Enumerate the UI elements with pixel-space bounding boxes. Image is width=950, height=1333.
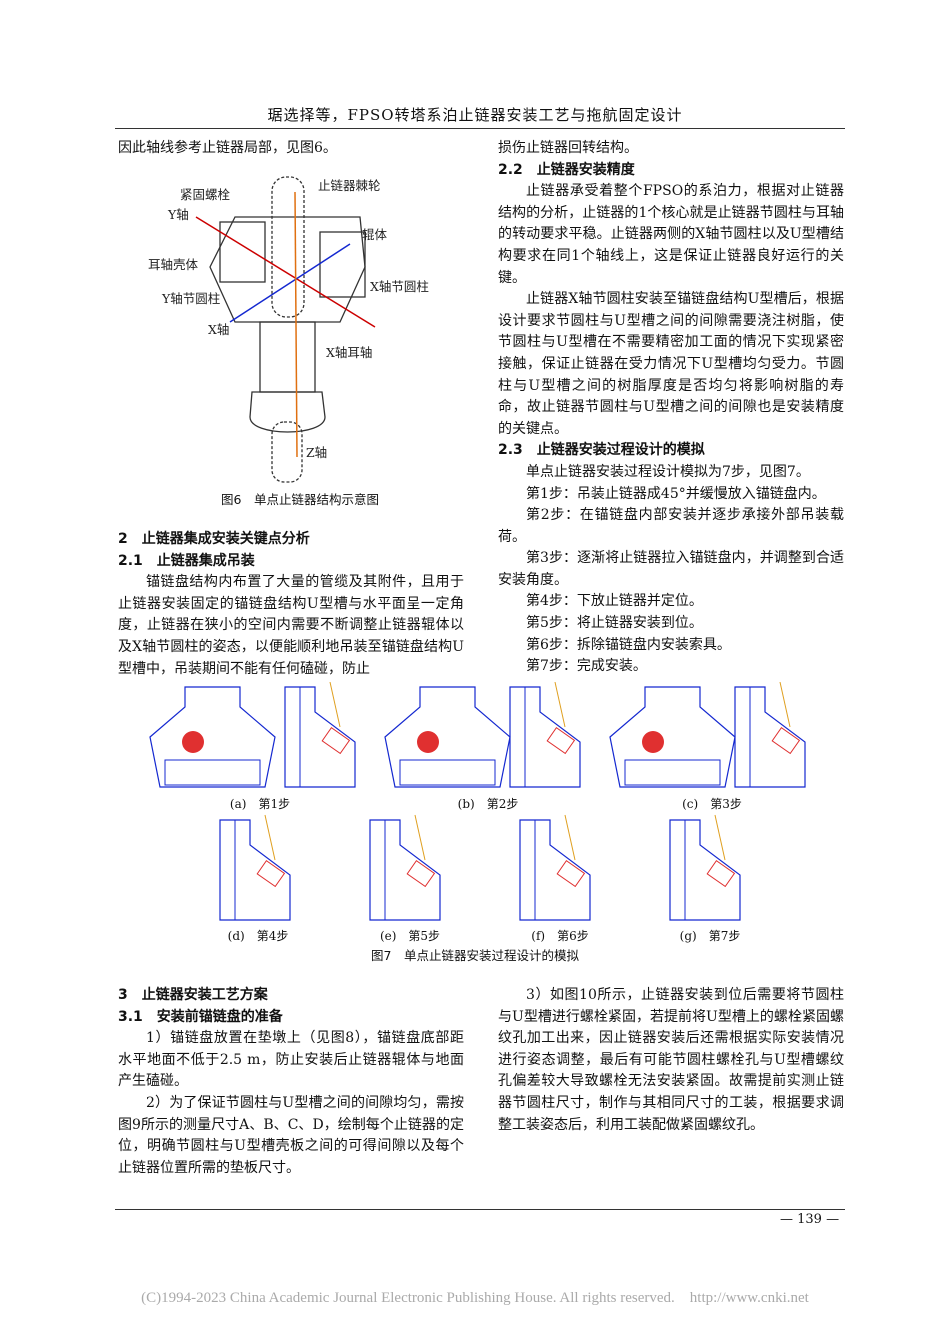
label-y-axis: Y轴 xyxy=(167,207,189,222)
subcaption-d: (d) 第4步 xyxy=(227,929,289,943)
step-text: 第5步：将止链器安装到位。 xyxy=(526,615,703,632)
label-trunnion-housing: 耳轴壳体 xyxy=(148,257,199,272)
section-2-3-heading: 2.3 止链器安装过程设计的模拟 xyxy=(498,442,705,459)
subcaption-f: (f) 第6步 xyxy=(531,929,589,943)
step-text: 第7步：完成安装。 xyxy=(526,658,647,675)
step-text: 单点止链器安装过程设计模拟为7步，见图7。 xyxy=(526,463,810,480)
paragraph: 止链器承受着整个FPSO的系泊力，根据对止链器结构的分析，止链器的1个核心就是止… xyxy=(498,183,844,286)
paragraph: 锚链盘结构内布置了大量的管缆及其附件，且用于止链器安装固定的锚链盘结构U型槽与水… xyxy=(118,574,464,677)
step-text: 第4步：下放止链器并定位。 xyxy=(526,593,703,610)
header-rule xyxy=(115,128,845,129)
right-column-top: 损伤止链器回转结构。 2.2 止链器安装精度 止链器承受着整个FPSO的系泊力，… xyxy=(498,138,844,678)
label-ratchet: 止链器棘轮 xyxy=(318,178,381,193)
left-column-section2: 2 止链器集成安装关键点分析 2.1 止链器集成吊装 锚链盘结构内布置了大量的管… xyxy=(118,529,464,680)
paragraph: 2）为了保证节圆柱与U型槽之间的间隙均匀，需按图9所示的测量尺寸A、B、C、D，… xyxy=(118,1094,464,1176)
left-column-section3: 3 止链器安装工艺方案 3.1 安装前锚链盘的准备 1）锚链盘放置在垫墩上（见图… xyxy=(118,985,464,1179)
copyright-notice: (C)1994-2023 China Academic Journal Elec… xyxy=(141,1290,809,1306)
subcaption-c: (c) 第3步 xyxy=(682,797,742,811)
label-x-axis: X轴 xyxy=(208,322,229,337)
running-header: 琚选择等，FPSO转塔系泊止链器安装工艺与拖航固定设计 xyxy=(267,106,683,124)
footer-rule xyxy=(115,1209,845,1210)
paragraph: 3）如图10所示，止链器安装到位后需要将节圆柱与U型槽进行螺栓紧固，若提前将U型… xyxy=(498,987,844,1133)
section-3-1-heading: 3.1 安装前锚链盘的准备 xyxy=(118,1008,283,1025)
label-fastening-bolt: 紧固螺栓 xyxy=(180,187,231,202)
step-text: 第3步：逐渐将止链器拉入锚链盘内，并调整到合适安装角度。 xyxy=(498,550,844,588)
label-z-axis: Z轴 xyxy=(306,445,327,460)
figure-7-caption: 图7 单点止链器安装过程设计的模拟 xyxy=(371,948,579,963)
paragraph: 止链器X轴节圆柱安装至锚链盘结构U型槽后，根据设计要求节圆柱与U型槽之间的间隙需… xyxy=(498,291,844,437)
paragraph: 损伤止链器回转结构。 xyxy=(498,140,638,156)
paragraph: 因此轴线参考止链器局部，见图6。 xyxy=(118,140,337,156)
section-2-1-heading: 2.1 止链器集成吊装 xyxy=(118,552,255,569)
label-roller: 辊体 xyxy=(362,227,388,242)
subcaption-g: (g) 第7步 xyxy=(679,929,741,943)
page-number: — 139 — xyxy=(780,1212,840,1227)
figure-6-caption: 图6 单点止链器结构示意图 xyxy=(221,492,379,507)
subcaption-e: (e) 第5步 xyxy=(379,929,441,943)
right-column-section3: 3）如图10所示，止链器安装到位后需要将节圆柱与U型槽进行螺栓紧固，若提前将U型… xyxy=(498,985,844,1136)
figure-6-chain-stopper-diagram: 紧固螺栓 止链器棘轮 Y轴 辊体 耳轴壳体 X轴节圆柱 Y轴节圆柱 X轴 X轴耳… xyxy=(148,176,429,483)
label-x-trunnion: X轴耳轴 xyxy=(326,345,372,360)
section-3-heading: 3 止链器安装工艺方案 xyxy=(118,987,268,1003)
paragraph: 1）锚链盘放置在垫墩上（见图8），锚链盘底部距水平地面不低于2.5 m，防止安装… xyxy=(118,1030,464,1090)
step-text: 第2步：在锚链盘内部安装并逐步承接外部吊装载荷。 xyxy=(498,507,844,545)
section-2-2-heading: 2.2 止链器安装精度 xyxy=(498,161,635,178)
step-text: 第1步：吊装止链器成45°并缓慢放入锚链盘内。 xyxy=(526,485,826,502)
subcaption-b: (b) 第2步 xyxy=(457,797,519,811)
label-x-pitch-cylinder: X轴节圆柱 xyxy=(370,279,429,294)
step-text: 第6步：拆除锚链盘内安装索具。 xyxy=(526,636,731,653)
left-column-top: 因此轴线参考止链器局部，见图6。 xyxy=(118,138,464,160)
label-y-pitch-cylinder: Y轴节圆柱 xyxy=(161,291,220,306)
section-2-heading: 2 止链器集成安装关键点分析 xyxy=(118,531,310,547)
subcaption-a: (a) 第1步 xyxy=(229,797,291,811)
